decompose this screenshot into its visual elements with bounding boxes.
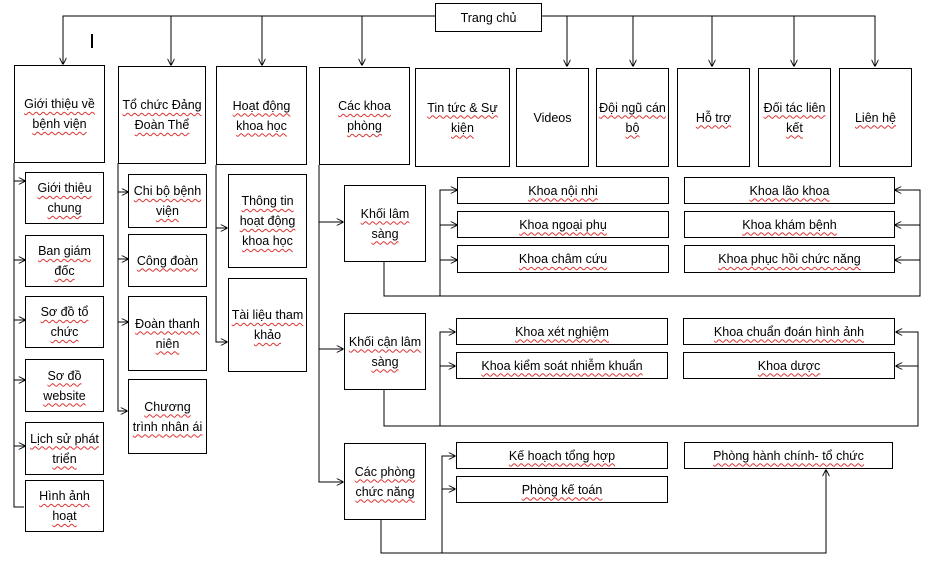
khoa-label: Khoa chuẩn đoán hình ảnh bbox=[713, 324, 865, 339]
item-so-do-to-chuc: Sơ đồ tổ chức bbox=[25, 296, 104, 348]
item-thong-tin: Thông tin hoạt động khoa học bbox=[228, 174, 307, 268]
khoa-label: Khoa châm cứu bbox=[518, 252, 608, 266]
khoa-label: Khoa xét nghiệm bbox=[515, 324, 609, 339]
phong-label: Phòng kế toán bbox=[521, 482, 603, 497]
node-to-chuc-label: Tổ chức Đảng Đoàn Thể bbox=[122, 98, 202, 132]
root-node: Trang chủ bbox=[435, 3, 542, 32]
item-label: Hình ảnh hoạt bbox=[39, 489, 90, 523]
item-gioi-thieu-chung: Giới thiệu chung bbox=[25, 172, 104, 224]
item-so-do-website: Sơ đồ website bbox=[25, 359, 104, 412]
item-label: Thông tin hoạt động khoa học bbox=[239, 194, 296, 248]
item-label: Tài liệu tham khảo bbox=[231, 308, 304, 342]
node-videos: Videos bbox=[516, 68, 589, 167]
node-cac-khoa-label: Các khoa phòng bbox=[338, 99, 391, 133]
group-label: Khối lâm sàng bbox=[360, 206, 410, 241]
item-label: Chi bộ bệnh viện bbox=[133, 184, 202, 218]
node-ho-tro-label: Hỗ trợ bbox=[695, 110, 732, 125]
node-doi-tac: Đối tác liên kết bbox=[758, 68, 831, 167]
item-label: Giới thiệu chung bbox=[37, 181, 92, 215]
khoa-kiem-soat: Khoa kiểm soát nhiễm khuẩn bbox=[456, 352, 668, 379]
item-doan-thanh-nien: Đoàn thanh niên bbox=[128, 296, 207, 371]
khoa-xet-nghiem: Khoa xét nghiệm bbox=[456, 318, 668, 345]
khoa-label: Khoa kiểm soát nhiễm khuẩn bbox=[481, 358, 643, 373]
node-doi-ngu: Đội ngũ cán bộ bbox=[596, 68, 669, 167]
khoa-label: Khoa dược bbox=[757, 358, 821, 373]
phong-ke-hoach: Kế hoạch tổng hợp bbox=[456, 442, 668, 469]
khoa-ngoai-phu: Khoa ngoại phụ bbox=[457, 211, 669, 238]
item-lich-su: Lịch sử phát triển bbox=[25, 422, 104, 475]
node-ho-tro: Hỗ trợ bbox=[677, 68, 750, 167]
node-doi-tac-label: Đối tác liên kết bbox=[763, 100, 826, 135]
item-label: Lịch sử phát triển bbox=[30, 431, 99, 466]
item-cong-doan: Công đoàn bbox=[128, 234, 207, 287]
item-chuong-trinh: Chương trình nhân ái bbox=[128, 379, 207, 454]
item-hinh-anh: Hình ảnh hoạt bbox=[25, 480, 104, 532]
khoa-label: Khoa phục hồi chức năng bbox=[718, 252, 861, 266]
node-hoat-dong-label: Hoạt động khoa học bbox=[232, 98, 291, 133]
khoa-lao-khoa: Khoa lão khoa bbox=[684, 177, 895, 204]
node-gioi-thieu: Giới thiệu về bệnh viện bbox=[14, 65, 105, 163]
khoa-kham-benh: Khoa khám bệnh bbox=[684, 211, 895, 238]
item-label: Công đoàn bbox=[136, 253, 199, 268]
node-to-chuc: Tổ chức Đảng Đoàn Thể bbox=[118, 66, 206, 164]
item-label: Đoàn thanh niên bbox=[135, 316, 200, 351]
khoa-label: Khoa lão khoa bbox=[749, 183, 830, 198]
khoa-label: Khoa nội nhi bbox=[528, 183, 598, 198]
item-ban-giam-doc: Ban giám đốc bbox=[25, 235, 104, 287]
khoa-label: Khoa ngoại phụ bbox=[519, 217, 607, 232]
item-label: Sơ đồ tổ chức bbox=[40, 305, 89, 339]
phong-label: Kế hoạch tổng hợp bbox=[508, 448, 616, 463]
item-label: Chương trình nhân ái bbox=[132, 399, 203, 434]
group-lam-sang: Khối lâm sàng bbox=[344, 185, 426, 262]
node-gioi-thieu-label: Giới thiệu về bệnh viện bbox=[24, 97, 95, 131]
node-tin-tuc-label: Tin tức & Sự kiện bbox=[427, 100, 498, 135]
node-doi-ngu-label: Đội ngũ cán bộ bbox=[599, 100, 666, 135]
phong-ke-toan: Phòng kế toán bbox=[456, 476, 668, 503]
khoa-chuan-doan: Khoa chuẩn đoán hình ảnh bbox=[683, 318, 895, 345]
phong-hanh-chinh: Phòng hành chính- tổ chức bbox=[684, 442, 893, 469]
item-tai-lieu: Tài liệu tham khảo bbox=[228, 278, 307, 372]
root-label: Trang chủ bbox=[460, 10, 517, 25]
group-phong-chuc-nang: Các phòng chức năng bbox=[344, 443, 426, 520]
node-lien-he-label: Liên hệ bbox=[854, 110, 896, 125]
text-cursor bbox=[91, 34, 93, 48]
item-label: Ban giám đốc bbox=[38, 244, 91, 278]
node-lien-he: Liên hệ bbox=[839, 68, 912, 167]
group-label: Khối cận lâm sàng bbox=[348, 334, 422, 369]
khoa-phuc-hoi: Khoa phục hồi chức năng bbox=[684, 245, 895, 273]
khoa-duoc: Khoa dược bbox=[683, 352, 895, 379]
node-hoat-dong: Hoạt động khoa học bbox=[216, 66, 307, 165]
khoa-noi-nhi: Khoa nội nhi bbox=[457, 177, 669, 204]
khoa-label: Khoa khám bệnh bbox=[742, 217, 837, 232]
node-videos-label: Videos bbox=[533, 110, 572, 125]
item-chi-bo: Chi bộ bệnh viện bbox=[128, 174, 207, 228]
item-label: Sơ đồ website bbox=[43, 368, 86, 403]
khoa-cham-cuu: Khoa châm cứu bbox=[457, 245, 669, 273]
group-can-lam-sang: Khối cận lâm sàng bbox=[344, 313, 426, 390]
node-cac-khoa: Các khoa phòng bbox=[319, 67, 410, 165]
phong-label: Phòng hành chính- tổ chức bbox=[713, 448, 864, 463]
node-tin-tuc: Tin tức & Sự kiện bbox=[415, 68, 510, 167]
group-label: Các phòng chức năng bbox=[354, 464, 416, 499]
